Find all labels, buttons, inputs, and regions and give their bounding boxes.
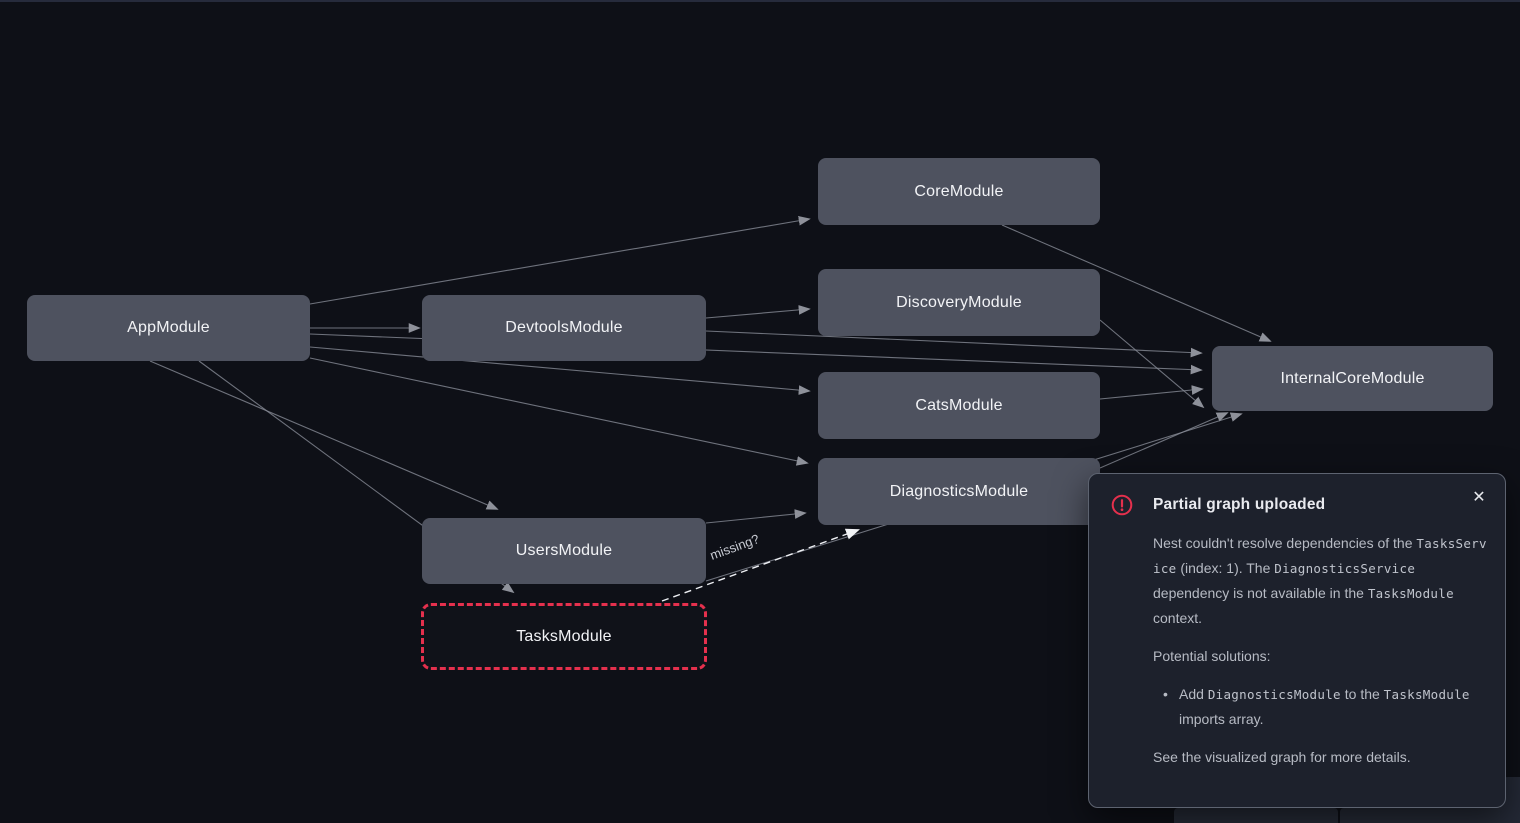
toast-footer: See the visualized graph for more detail…	[1153, 749, 1411, 765]
edge-DiagnosticsModule-InternalCoreModule	[1099, 412, 1229, 469]
edge-CoreModule-InternalCoreModule	[1001, 224, 1272, 342]
text-segment: to the	[1340, 686, 1384, 702]
toast-header: Partial graph uploaded	[1111, 494, 1483, 516]
close-icon[interactable]: ✕	[1467, 486, 1491, 510]
edge-CatsModule-InternalCoreModule	[1099, 385, 1204, 400]
edge-UsersModule-DiagnosticsModule	[705, 509, 807, 524]
node-UsersModule[interactable]: UsersModule	[422, 518, 706, 584]
text-line: context.	[1153, 606, 1483, 631]
code-segment: TasksModule	[1383, 687, 1470, 702]
error-toast: Partial graph uploaded ✕ Nest couldn't r…	[1088, 473, 1506, 808]
node-label: UsersModule	[515, 542, 613, 559]
edge-AppModule-DiagnosticsModule	[309, 357, 809, 466]
edge-TasksModule-DiagnosticsModule	[661, 528, 860, 602]
edge-AppModule-CatsModule	[309, 346, 811, 395]
node-label: AppModule	[127, 319, 210, 336]
code-segment: DiagnosticsService	[1274, 561, 1416, 576]
node-label: CatsModule	[915, 396, 1003, 414]
error-message: Nest couldn't resolve dependencies of th…	[1153, 531, 1487, 631]
error-alert-icon	[1111, 494, 1133, 516]
toast-title: Partial graph uploaded	[1153, 496, 1326, 513]
node-CatsModule[interactable]: CatsModule	[818, 372, 1100, 439]
toast-body: Nest couldn't resolve dependencies of th…	[1153, 531, 1487, 770]
text-segment: Nest couldn't resolve dependencies of th…	[1153, 535, 1417, 551]
solution-text: Add DiagnosticsModule to the TasksModule…	[1179, 682, 1470, 732]
text-segment: context.	[1153, 610, 1203, 626]
node-label: DiagnosticsModule	[889, 482, 1029, 500]
code-segment: TasksServ	[1416, 536, 1487, 551]
edge-DevtoolsModule-InternalCoreModule	[705, 330, 1203, 358]
edge-DevtoolsModule-DiscoveryModule	[705, 305, 811, 319]
node-AppModule[interactable]: AppModule	[27, 295, 310, 361]
code-segment: ice	[1153, 561, 1177, 576]
code-segment: DiagnosticsModule	[1207, 687, 1341, 702]
text-line: imports array.	[1179, 707, 1470, 732]
text-line: Add DiagnosticsModule to the TasksModule	[1179, 682, 1470, 707]
text-segment: (index: 1). The	[1176, 560, 1275, 576]
solutions-heading: Potential solutions:	[1153, 648, 1271, 664]
node-label: InternalCoreModule	[1280, 369, 1425, 387]
node-label: CoreModule	[914, 182, 1004, 200]
background-toolbar-segment-right	[1340, 808, 1520, 823]
edge-AppModule-UsersModule	[149, 360, 499, 510]
text-line: ice (index: 1). The DiagnosticsService	[1153, 556, 1483, 581]
node-label: DiscoveryModule	[896, 293, 1022, 311]
text-segment: dependency is not available in the	[1153, 585, 1368, 601]
bullet-dot: •	[1163, 686, 1168, 702]
node-CoreModule[interactable]: CoreModule	[818, 158, 1100, 225]
text-segment: Add	[1179, 686, 1208, 702]
node-DiscoveryModule[interactable]: DiscoveryModule	[818, 269, 1100, 336]
text-line: dependency is not available in the Tasks…	[1153, 581, 1483, 606]
node-TasksModule[interactable]: TasksModule	[421, 603, 707, 670]
text-segment: imports array.	[1179, 711, 1264, 727]
edge-AppModule-CoreModule	[309, 215, 811, 305]
node-DiagnosticsModule[interactable]: DiagnosticsModule	[818, 458, 1100, 525]
node-label: DevtoolsModule	[505, 319, 623, 336]
edge-DiscoveryModule-InternalCoreModule	[1099, 319, 1205, 409]
node-InternalCoreModule[interactable]: InternalCoreModule	[1212, 346, 1493, 411]
node-DevtoolsModule[interactable]: DevtoolsModule	[422, 295, 706, 361]
solution-item: • Add DiagnosticsModule to the TasksModu…	[1153, 682, 1483, 732]
background-toolbar-segment-left	[1174, 808, 1338, 823]
node-label: TasksModule	[516, 627, 612, 645]
window-top-border	[0, 0, 1520, 2]
code-segment: TasksModule	[1367, 586, 1454, 601]
text-line: Nest couldn't resolve dependencies of th…	[1153, 531, 1487, 556]
